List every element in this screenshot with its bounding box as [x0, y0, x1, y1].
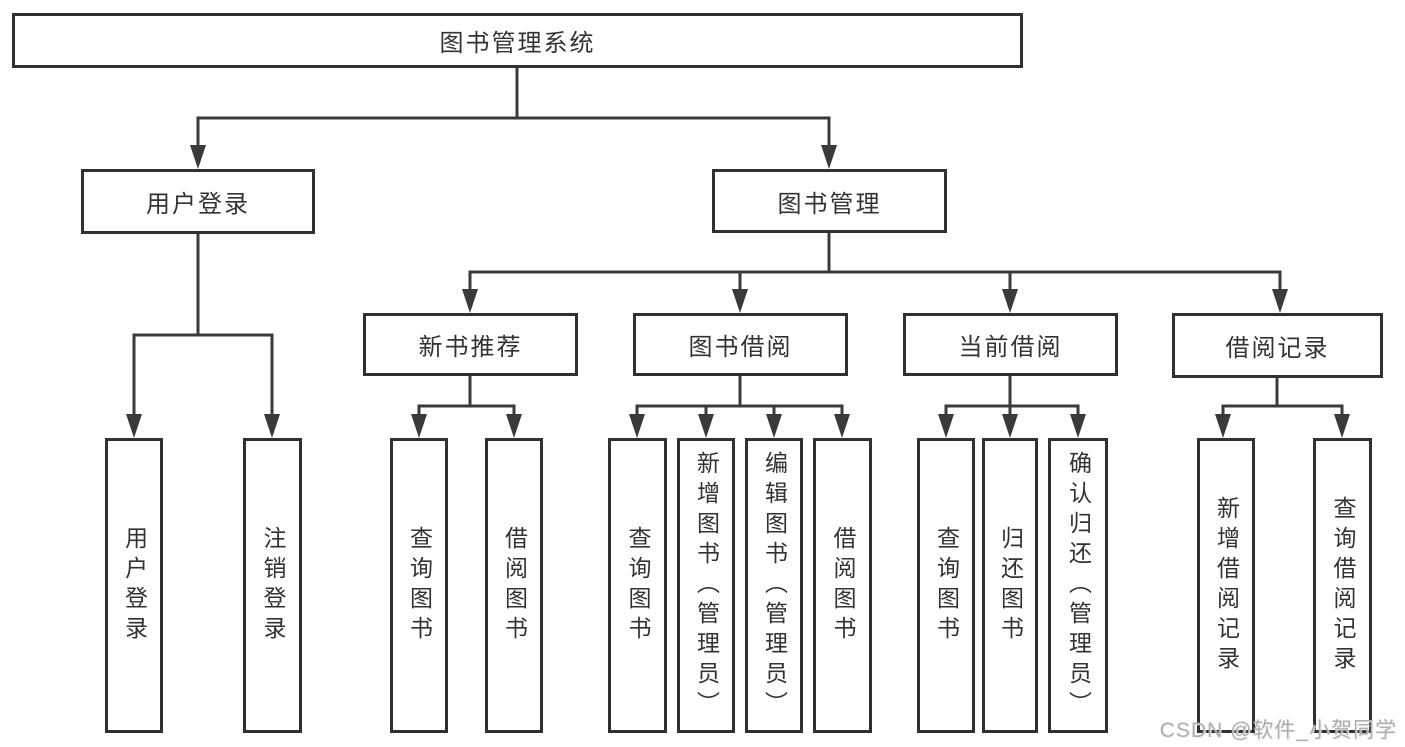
arrowhead-icon	[190, 145, 206, 169]
arrowhead-icon	[1215, 414, 1231, 438]
node-book-management: 图书管理	[712, 169, 947, 233]
node-book-borrow: 图书借阅	[633, 313, 848, 376]
leaf-add-book-admin: 新增图书（管理员）	[677, 438, 735, 733]
csdn-watermark: CSDN @软件_小贺同学	[1159, 719, 1397, 742]
arrowhead-icon	[411, 414, 427, 438]
leaf-confirm-return-admin: 确认归还（管理员）	[1048, 438, 1108, 733]
leaf-query-books-borrow: 查询图书	[608, 438, 667, 733]
node-current-borrow: 当前借阅	[903, 313, 1118, 376]
leaf-add-borrow-record: 新增借阅记录	[1197, 438, 1255, 733]
leaf-query-borrow-record: 查询借阅记录	[1313, 438, 1372, 733]
arrowhead-icon	[629, 414, 645, 438]
leaf-return-books: 归还图书	[982, 438, 1038, 733]
leaf-query-books-recommend: 查询图书	[390, 438, 448, 733]
arrowhead-icon	[1334, 414, 1350, 438]
arrowhead-icon	[698, 414, 714, 438]
leaf-query-books-current: 查询图书	[917, 438, 975, 733]
arrowhead-icon	[264, 414, 280, 438]
arrowhead-icon	[732, 289, 748, 313]
leaf-edit-book-admin: 编辑图书（管理员）	[745, 438, 803, 733]
leaf-user-login: 用户登录	[105, 438, 163, 733]
arrowhead-icon	[834, 414, 850, 438]
node-new-book-recommend: 新书推荐	[363, 313, 578, 376]
arrowhead-icon	[1002, 414, 1018, 438]
arrowhead-icon	[821, 145, 837, 169]
leaf-borrow-books-recommend: 借阅图书	[485, 438, 543, 733]
arrowhead-icon	[1002, 289, 1018, 313]
arrowhead-icon	[938, 414, 954, 438]
node-user-login: 用户登录	[81, 169, 315, 234]
node-borrow-records: 借阅记录	[1172, 313, 1383, 378]
arrowhead-icon	[1070, 414, 1086, 438]
arrowhead-icon	[1272, 289, 1288, 313]
leaf-borrow-books-borrow: 借阅图书	[813, 438, 872, 733]
node-root-system: 图书管理系统	[12, 13, 1023, 68]
arrowhead-icon	[126, 414, 142, 438]
arrowhead-icon	[766, 414, 782, 438]
arrowhead-icon	[462, 289, 478, 313]
arrowhead-icon	[506, 414, 522, 438]
leaf-logout: 注销登录	[243, 438, 302, 733]
